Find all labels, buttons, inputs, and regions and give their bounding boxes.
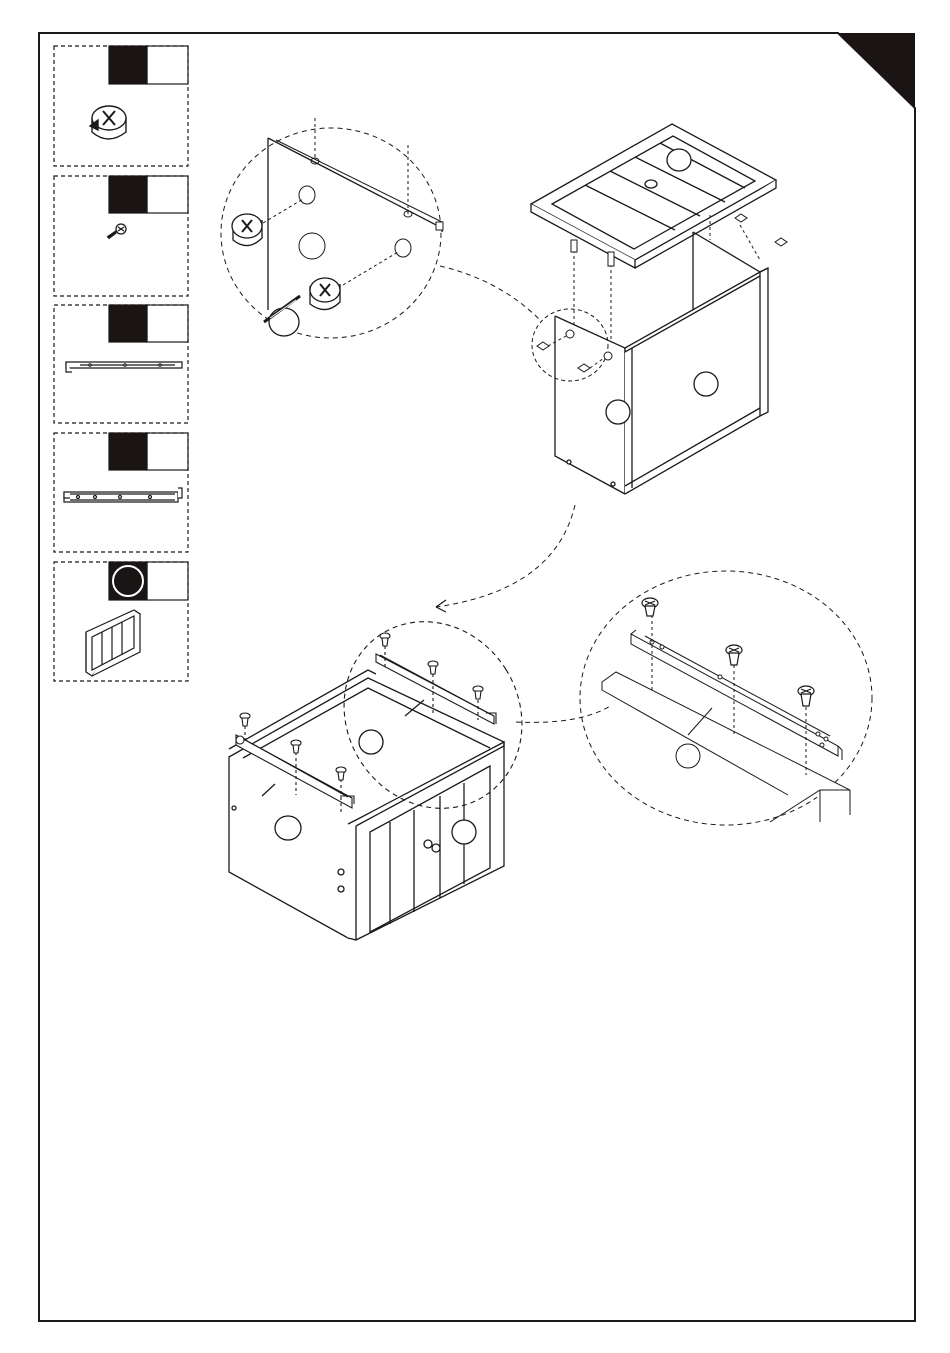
runner-short-icon: [66, 362, 182, 372]
cabinet-top-panel: [531, 124, 776, 268]
cam-lock-icon: [90, 106, 126, 139]
screwdriver-icon: [264, 296, 300, 336]
cabinet-body: [555, 232, 768, 494]
connector-curve-2: [516, 705, 612, 722]
cam-lock-detail-1: [232, 214, 262, 246]
flow-arrow-curve: [436, 505, 575, 607]
cam-lock-detail-2: [310, 278, 340, 310]
door-panel-icon: [86, 610, 140, 676]
screw-icon: [107, 224, 126, 238]
connector-curve-1: [440, 266, 540, 320]
page-frame: [39, 33, 915, 1321]
runner-detail-circle: [580, 571, 872, 825]
runner-long-icon: [64, 488, 182, 502]
cabinet-front-view: [229, 670, 504, 940]
